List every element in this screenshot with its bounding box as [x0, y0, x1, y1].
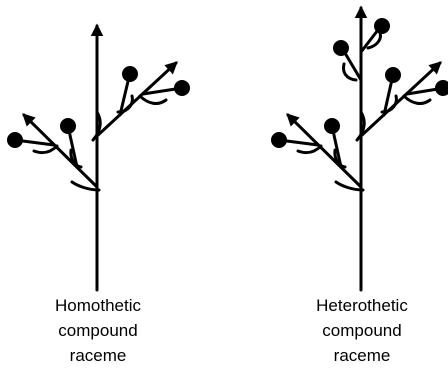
flower-bud [326, 120, 339, 133]
flower-bud [335, 42, 348, 55]
flower-bud [437, 82, 448, 95]
homothetic-caption: Homothetic compound raceme [18, 293, 178, 368]
flower-bud [387, 69, 400, 82]
caption-line: raceme [282, 343, 442, 368]
flower-bud [124, 68, 137, 81]
flower-bud [176, 82, 189, 95]
flower-bud [273, 134, 286, 147]
caption-line: Homothetic [18, 293, 178, 318]
homothetic-raceme-diagram [9, 26, 189, 290]
bracteole [140, 96, 166, 103]
heterothetic-raceme-diagram [273, 8, 448, 290]
caption-line: compound [282, 318, 442, 343]
flower-bud [376, 20, 389, 33]
caption-line: raceme [18, 343, 178, 368]
flower-bud [9, 134, 22, 147]
flower-bud [62, 120, 75, 133]
bracteole [298, 146, 321, 153]
bracteole [34, 146, 57, 153]
bracteole [404, 96, 430, 103]
caption-line: Heterothetic [282, 293, 442, 318]
caption-line: compound [18, 318, 178, 343]
heterothetic-caption: Heterothetic compound raceme [282, 293, 442, 368]
